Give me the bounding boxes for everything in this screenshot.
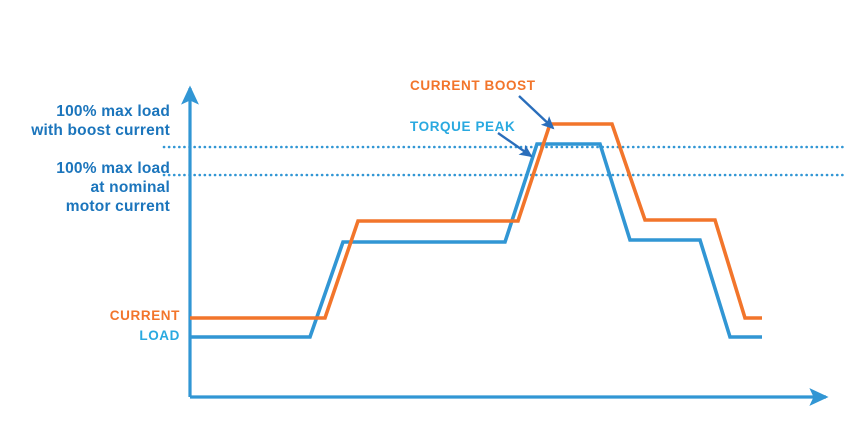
- series-label-current: CURRENT: [109, 308, 180, 323]
- axis-label-max-load-boost-current: 100% max load with boost current: [31, 103, 170, 139]
- series-line-current: [190, 122, 762, 320]
- series-line-load: [190, 142, 762, 339]
- series-label-load: LOAD: [139, 328, 180, 343]
- annotation-label-current-boost: CURRENT BOOST: [410, 78, 536, 93]
- annotation-label-torque-peak: TORQUE PEAK: [410, 119, 516, 134]
- axis-label-max-load-nominal-current: 100% max load at nominal motor current: [56, 160, 170, 215]
- annotation-arrow-current-boost: [518, 95, 555, 130]
- annotation-arrow-torque-peak: [497, 132, 533, 158]
